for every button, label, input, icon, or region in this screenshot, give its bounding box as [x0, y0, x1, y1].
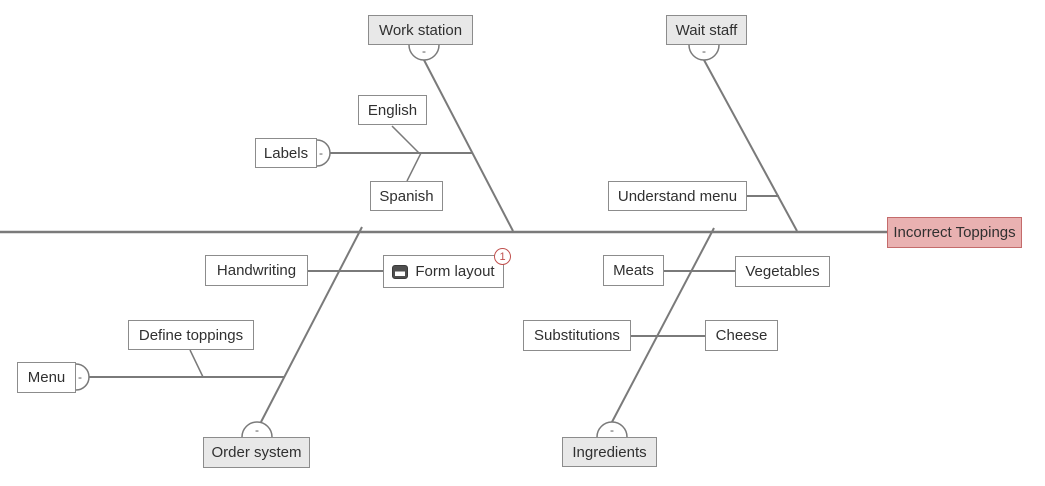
collapse-button-ingredients[interactable]: -	[596, 421, 628, 438]
collapse-minus[interactable]: -	[255, 423, 259, 437]
node-label: Form layout	[415, 263, 495, 280]
node-label: Substitutions	[534, 327, 620, 344]
node-menu[interactable]: Menu	[17, 362, 76, 393]
node-work-station[interactable]: Work station	[368, 15, 473, 45]
node-label: Meats	[613, 262, 654, 279]
node-cheese[interactable]: Cheese	[705, 320, 778, 351]
node-understand-menu[interactable]: Understand menu	[608, 181, 747, 211]
node-label: Work station	[378, 21, 463, 39]
collapse-button-wait-staff[interactable]: -	[688, 44, 720, 61]
note-count-badge[interactable]: 1	[494, 248, 511, 265]
node-vegetables[interactable]: Vegetables	[735, 256, 830, 287]
node-label: Order system	[211, 444, 302, 461]
node-label: Handwriting	[216, 262, 297, 279]
node-label: Understand menu	[617, 187, 738, 205]
collapse-minus[interactable]: -	[610, 423, 614, 437]
node-english[interactable]: English	[358, 95, 427, 125]
node-label: Spanish	[379, 187, 434, 205]
effect-label: Incorrect Toppings	[893, 224, 1016, 241]
collapse-minus[interactable]: -	[422, 44, 426, 58]
node-effect-incorrect-toppings[interactable]: Incorrect Toppings	[887, 217, 1022, 248]
node-define-toppings[interactable]: Define toppings	[128, 320, 254, 350]
collapse-button-order-system[interactable]: -	[241, 421, 273, 438]
node-wait-staff[interactable]: Wait staff	[666, 15, 747, 45]
node-substitutions[interactable]: Substitutions	[523, 320, 631, 351]
node-labels[interactable]: Labels	[255, 138, 317, 168]
badge-value: 1	[499, 250, 506, 263]
node-order-system[interactable]: Order system	[203, 437, 310, 468]
collapse-minus[interactable]: -	[702, 44, 706, 58]
node-label: Define toppings	[138, 326, 244, 344]
node-label: Cheese	[715, 327, 768, 344]
line-english	[391, 125, 420, 154]
note-icon	[392, 264, 409, 279]
node-label: Labels	[263, 144, 309, 162]
node-ingredients[interactable]: Ingredients	[562, 437, 657, 467]
collapse-minus[interactable]: -	[319, 146, 323, 160]
node-label: Vegetables	[745, 263, 820, 280]
line-define-toppings	[189, 349, 204, 378]
node-form-layout[interactable]: Form layout 1	[383, 248, 511, 288]
node-meats[interactable]: Meats	[603, 255, 664, 286]
node-label: English	[367, 101, 418, 119]
line-spanish	[406, 152, 422, 182]
node-spanish[interactable]: Spanish	[370, 181, 443, 211]
bone-order-system	[260, 226, 363, 423]
collapse-button-work-station[interactable]: -	[408, 44, 440, 61]
collapse-button-menu[interactable]: -	[75, 363, 90, 391]
node-label: Menu	[27, 369, 66, 386]
bone-wait-staff	[703, 59, 798, 232]
bone-ingredients	[611, 227, 715, 423]
node-label: Ingredients	[572, 443, 647, 461]
bone-work-station	[423, 59, 514, 232]
node-label: Wait staff	[675, 21, 738, 39]
collapse-minus[interactable]: -	[78, 370, 82, 384]
node-handwriting[interactable]: Handwriting	[205, 255, 308, 286]
collapse-button-labels[interactable]: -	[316, 139, 331, 167]
